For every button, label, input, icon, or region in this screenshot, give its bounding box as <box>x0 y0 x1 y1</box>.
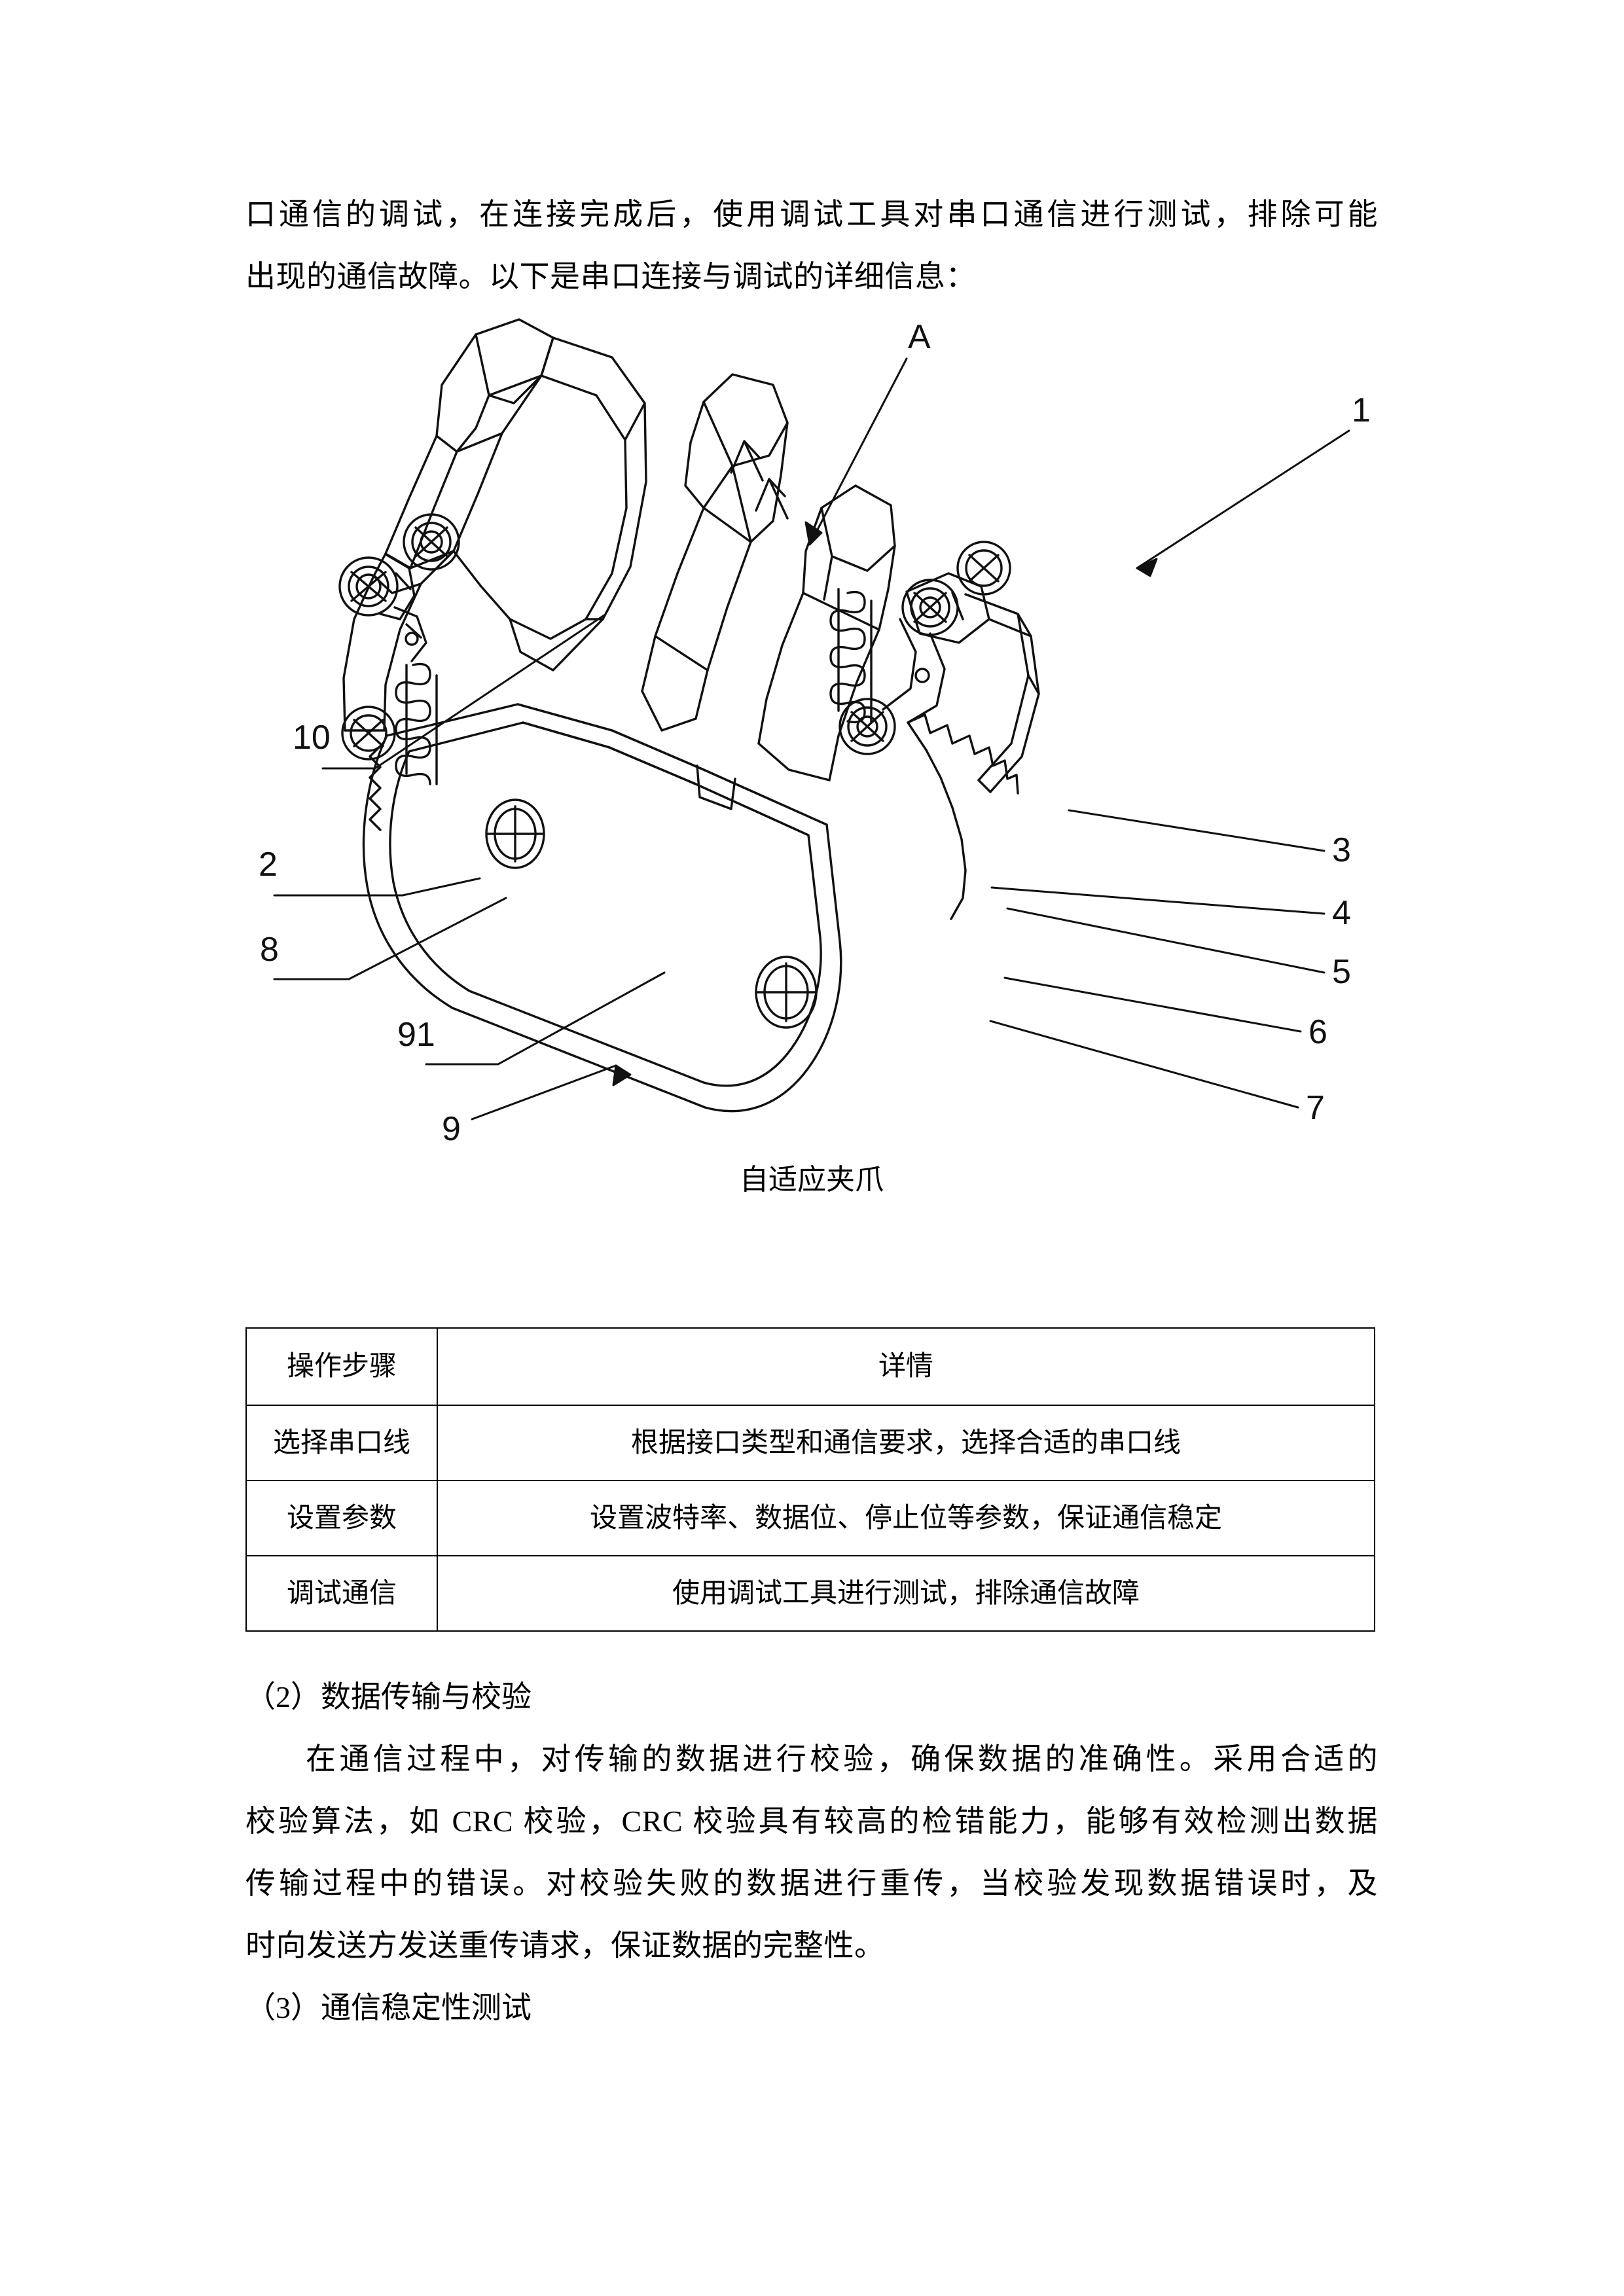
serial-steps-table: 操作步骤 详情 选择串口线 根据接口类型和通信要求，选择合适的串口线 设置参数 … <box>245 1327 1375 1632</box>
figure-callout-7: 7 <box>1306 1089 1325 1127</box>
table-cell-step: 选择串口线 <box>245 1405 438 1481</box>
section-heading-2: （2）数据传输与校验 <box>245 1680 532 1713</box>
gripper-line-drawing: 10 2 8 91 9 A 1 3 4 5 6 7 <box>259 318 1371 1148</box>
figure-caption: 自适应夹爪 <box>740 1164 884 1196</box>
table-cell-detail: 使用调试工具进行测试，排除通信故障 <box>437 1555 1375 1632</box>
figure-callout-1: 1 <box>1352 391 1371 429</box>
paragraph-line: 传输过程中的错误。对校验失败的数据进行重传，当校验发现数据错误时，及 <box>245 1867 1378 1900</box>
table-row: 设置参数 设置波特率、数据位、停止位等参数，保证通信稳定 <box>245 1480 1375 1556</box>
table-row: 调试通信 使用调试工具进行测试，排除通信故障 <box>245 1555 1375 1632</box>
paragraph-line: 校验算法，如 CRC 校验，CRC 校验具有较高的检错能力，能够有效检测出数据 <box>245 1804 1378 1838</box>
section-heading-3: （3）通信稳定性测试 <box>245 1991 532 2024</box>
figure-callout-2: 2 <box>259 846 278 884</box>
table-header-cell: 详情 <box>437 1327 1375 1406</box>
paragraph-line: 出现的通信故障。以下是串口连接与调试的详细信息： <box>245 260 976 293</box>
table-cell-step: 设置参数 <box>245 1480 438 1556</box>
paragraph-line: 在通信过程中，对传输的数据进行校验，确保数据的准确性。采用合适的 <box>306 1742 1378 1776</box>
figure-callout-6: 6 <box>1308 1013 1327 1051</box>
paragraph-line: 口通信的调试，在连接完成后，使用调试工具对串口通信进行测试，排除可能 <box>245 198 1378 231</box>
figure-callout-3: 3 <box>1332 831 1351 869</box>
figure-callout-5: 5 <box>1332 953 1351 991</box>
table-cell-detail: 设置波特率、数据位、停止位等参数，保证通信稳定 <box>437 1480 1375 1556</box>
figure-callout-A: A <box>908 318 931 356</box>
table-row: 选择串口线 根据接口类型和通信要求，选择合适的串口线 <box>245 1405 1375 1481</box>
table-header-row: 操作步骤 详情 <box>245 1327 1375 1406</box>
figure-callout-10: 10 <box>293 719 331 757</box>
table-header-cell: 操作步骤 <box>245 1327 438 1406</box>
top-paragraph-block: 口通信的调试，在连接完成后，使用调试工具对串口通信进行测试，排除可能 出现的通信… <box>245 183 1378 1215</box>
figure-adaptive-gripper: 10 2 8 91 9 A 1 3 4 5 6 7 自适应夹爪 <box>245 312 1378 1215</box>
bottom-text-block: （2）数据传输与校验 在通信过程中，对传输的数据进行校验，确保数据的准确性。采用… <box>245 1666 1378 2039</box>
table-cell-detail: 根据接口类型和通信要求，选择合适的串口线 <box>437 1405 1375 1481</box>
paragraph-line: 时向发送方发送重传请求，保证数据的完整性。 <box>245 1929 885 1962</box>
figure-callout-91: 91 <box>397 1016 435 1054</box>
serial-steps-table-wrap: 操作步骤 详情 选择串口线 根据接口类型和通信要求，选择合适的串口线 设置参数 … <box>245 1327 1375 1632</box>
figure-callout-8: 8 <box>260 931 279 969</box>
table-cell-step: 调试通信 <box>245 1555 438 1632</box>
figure-callout-4: 4 <box>1332 894 1351 932</box>
figure-callout-9: 9 <box>442 1110 461 1148</box>
